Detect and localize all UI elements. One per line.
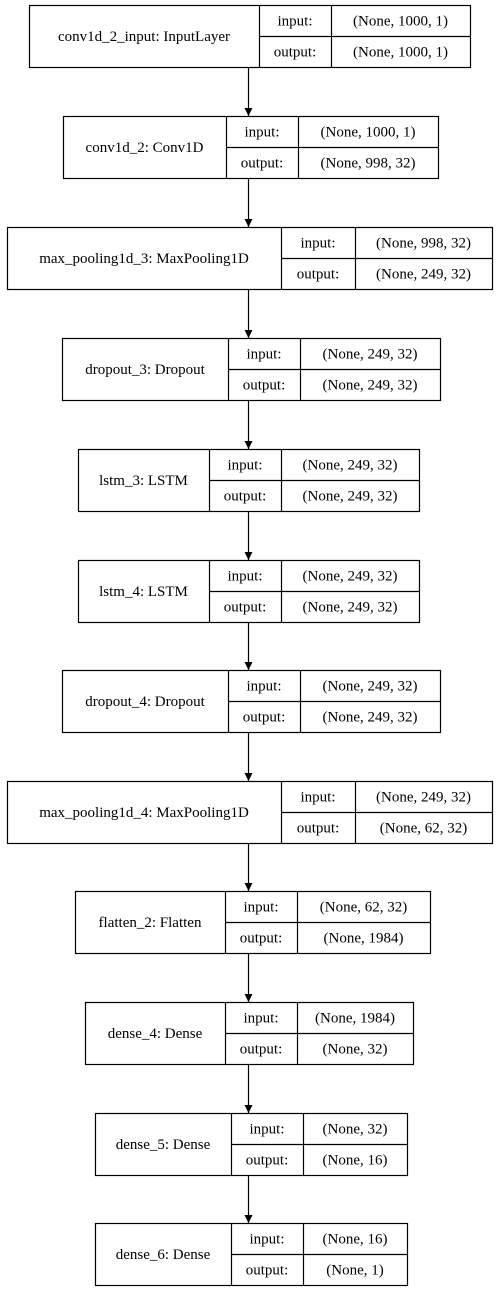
output-shape: (None, 62, 32)	[380, 821, 467, 837]
output-shape: (None, 249, 32)	[303, 600, 398, 616]
input-shape: (None, 249, 32)	[303, 569, 398, 585]
layer-name: dense_4: Dense	[108, 1026, 203, 1042]
input-shape: (None, 1000, 1)	[321, 125, 416, 141]
layer-name: dense_6: Dense	[116, 1247, 211, 1263]
input-shape: (None, 32)	[323, 1122, 388, 1138]
layer-name: max_pooling1d_4: MaxPooling1D	[39, 805, 249, 821]
output-shape: (None, 1984)	[324, 931, 404, 947]
layer-name: max_pooling1d_3: MaxPooling1D	[39, 251, 249, 267]
layer-name: lstm_3: LSTM	[99, 473, 188, 489]
input-label: input:	[227, 569, 262, 585]
output-label: output:	[240, 931, 283, 947]
output-label: output:	[243, 378, 286, 394]
output-shape: (None, 249, 32)	[323, 710, 418, 726]
layer-node: dense_4: Dense input: output: (None, 1984) (…	[84, 1001, 415, 1066]
input-label: input:	[249, 1232, 284, 1248]
output-shape: (None, 249, 32)	[303, 489, 398, 505]
input-label: input:	[227, 458, 262, 474]
input-label: input:	[243, 1011, 278, 1027]
output-shape: (None, 249, 32)	[376, 267, 471, 283]
layer-node: max_pooling1d_4: MaxPooling1D input: outpu…	[6, 780, 494, 845]
output-shape: (None, 1)	[326, 1263, 383, 1279]
layer-name: conv1d_2: Conv1D	[86, 140, 204, 156]
output-shape: (None, 32)	[323, 1042, 388, 1058]
layer-name: flatten_2: Flatten	[99, 915, 202, 931]
input-label: input:	[246, 679, 281, 695]
input-shape: (None, 998, 32)	[376, 236, 471, 252]
input-label: input:	[300, 790, 335, 806]
input-shape: (None, 249, 32)	[323, 347, 418, 363]
output-shape: (None, 16)	[323, 1153, 388, 1169]
input-shape: (None, 16)	[323, 1232, 388, 1248]
output-label: output:	[240, 1042, 283, 1058]
layer-name: lstm_4: LSTM	[99, 584, 188, 600]
output-label: output:	[224, 600, 267, 616]
output-label: output:	[297, 267, 340, 283]
output-label: output:	[224, 489, 267, 505]
input-shape: (None, 249, 32)	[376, 790, 471, 806]
layer-node: max_pooling1d_3: MaxPooling1D input: outpu…	[6, 226, 494, 291]
layer-node: dropout_4: Dropout input: output: (None, 24…	[61, 669, 442, 734]
output-label: output:	[274, 45, 317, 61]
input-label: input:	[300, 236, 335, 252]
layer-name: dropout_3: Dropout	[85, 362, 205, 378]
output-label: output:	[246, 1263, 289, 1279]
input-label: input:	[244, 125, 279, 141]
output-label: output:	[297, 821, 340, 837]
layer-node: lstm_4: LSTM input: output: (None, 249, 32)…	[77, 559, 421, 624]
layer-node: lstm_3: LSTM input: output: (None, 249, 32)…	[77, 448, 421, 513]
input-label: input:	[277, 14, 312, 30]
input-shape: (None, 1984)	[315, 1011, 395, 1027]
layer-name: dense_5: Dense	[116, 1137, 211, 1153]
layer-name: conv1d_2_input: InputLayer	[58, 29, 230, 45]
input-shape: (None, 62, 32)	[320, 900, 407, 916]
input-label: input:	[243, 900, 278, 916]
output-shape: (None, 249, 32)	[323, 378, 418, 394]
output-label: output:	[246, 1153, 289, 1169]
layer-node: dropout_3: Dropout input: output: (None, 24…	[61, 337, 442, 402]
layer-node: conv1d_2: Conv1D input: output: (None, 1000…	[62, 115, 440, 180]
layer-node: conv1d_2_input: InputLayer input: output: (…	[28, 4, 472, 69]
output-label: output:	[243, 710, 286, 726]
output-shape: (None, 1000, 1)	[353, 45, 448, 61]
layer-node: dense_5: Dense input: output: (None, 32) (No…	[94, 1112, 409, 1177]
layer-name: dropout_4: Dropout	[85, 694, 205, 710]
input-shape: (None, 1000, 1)	[353, 14, 448, 30]
output-label: output:	[241, 156, 284, 172]
layer-node: dense_6: Dense input: output: (None, 16) (No…	[94, 1222, 409, 1287]
input-shape: (None, 249, 32)	[303, 458, 398, 474]
input-shape: (None, 249, 32)	[323, 679, 418, 695]
input-label: input:	[249, 1122, 284, 1138]
input-label: input:	[246, 347, 281, 363]
layer-node: flatten_2: Flatten input: output: (None, 62…	[74, 890, 432, 955]
output-shape: (None, 998, 32)	[321, 156, 416, 172]
